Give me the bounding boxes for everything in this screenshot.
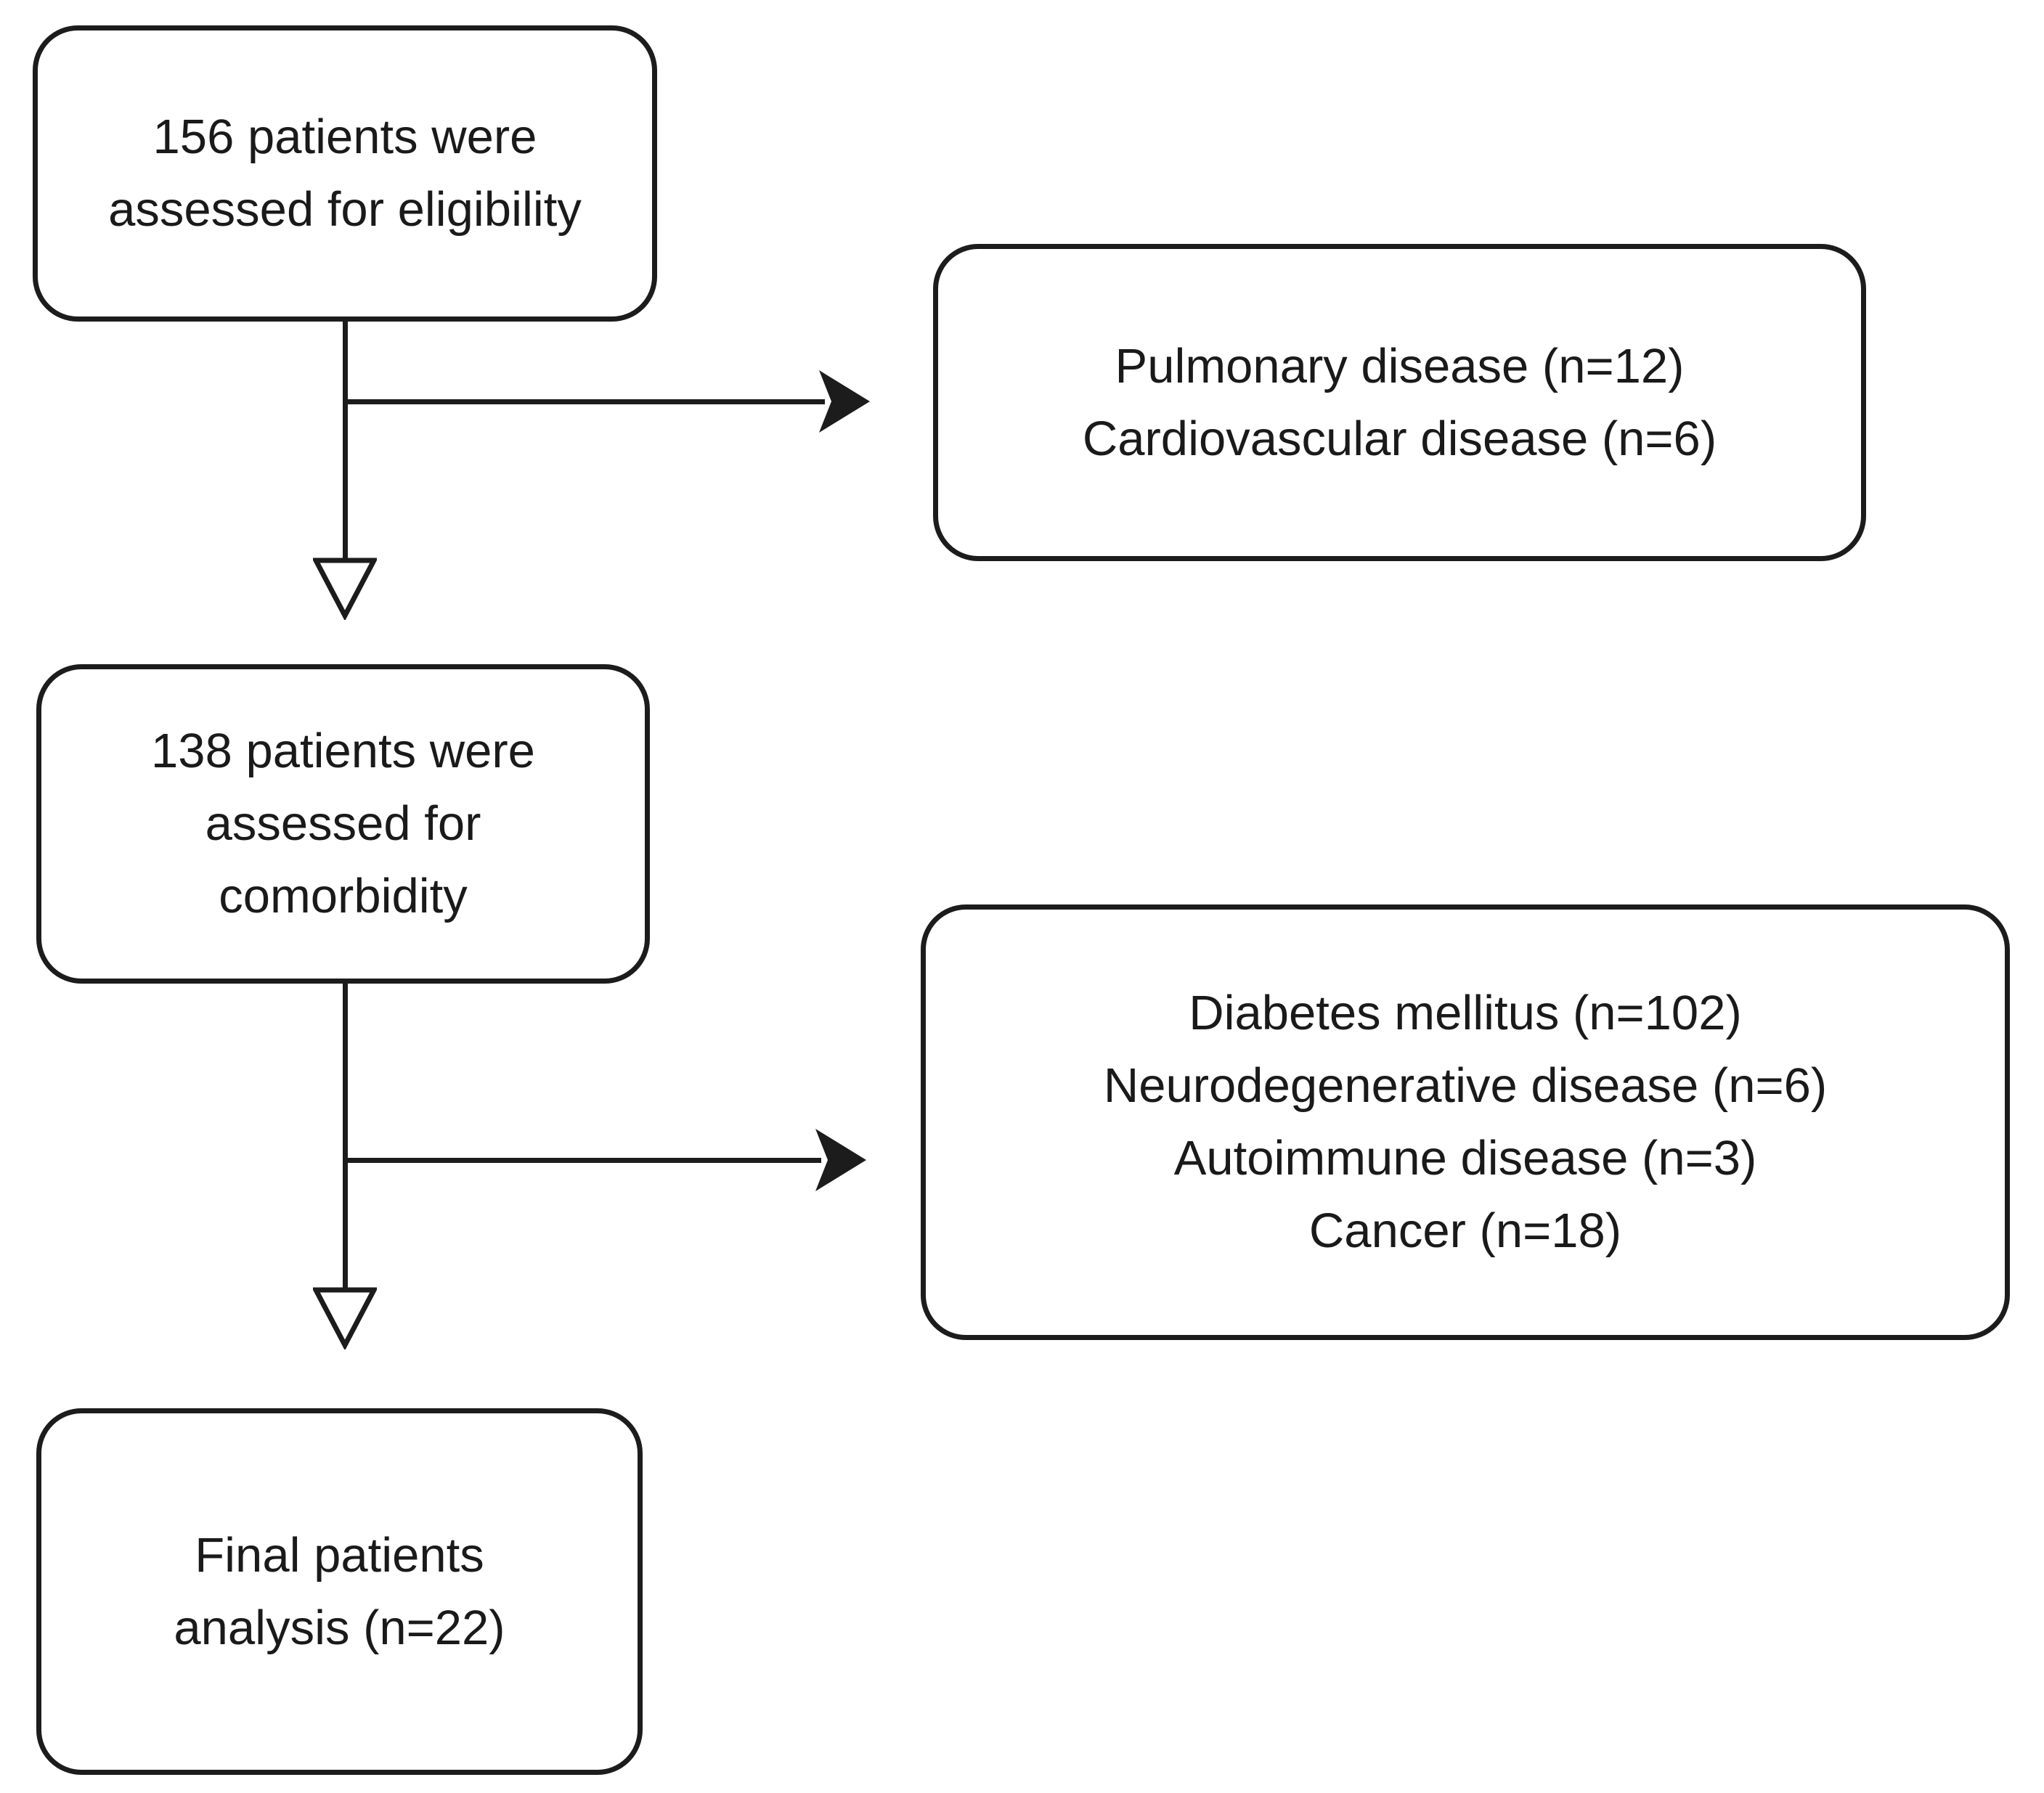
box-text-line: Cancer (n=18) [1308,1204,1622,1258]
box-assessed-comorbidity: 138 patients were assessed for comorbidi… [36,664,650,984]
box-assessed-eligibility: 156 patients were assessed for eligibili… [33,25,657,322]
box-text-line: Diabetes mellitus (n=102) [1189,986,1742,1040]
box-text-line: Final patients [195,1527,484,1582]
arrowhead-open-down-icon [313,1287,377,1349]
connector-line-eligibility-to-comorbidity [343,320,348,560]
box-text-line: 156 patients were [152,110,537,164]
box-text-line: comorbidity [219,869,468,923]
box-text-line: Neurodegenerative disease (n=6) [1103,1058,1828,1113]
connector-line-branch-excluded-eligibility [346,399,825,404]
connector-line-comorbidity-to-final [343,982,348,1291]
box-final-analysis: Final patients analysis (n=22) [36,1408,643,1775]
box-text-line: Cardiovascular disease (n=6) [1082,411,1717,466]
box-excluded-eligibility: Pulmonary disease (n=12) Cardiovascular … [933,244,1866,561]
box-text-line: 138 patients were [151,724,535,778]
arrowhead-open-down-icon [313,557,377,620]
arrowhead-filled-right-icon [815,1129,866,1191]
box-text-line: Autoimmune disease (n=3) [1173,1131,1757,1185]
box-text-line: assessed for eligibility [108,182,582,237]
box-text-line: Pulmonary disease (n=12) [1115,338,1685,393]
connector-line-branch-excluded-comorbidity [346,1158,821,1163]
box-excluded-comorbidity: Diabetes mellitus (n=102) Neurodegenerat… [921,904,2010,1340]
box-text-line: analysis (n=22) [174,1600,505,1655]
box-text-line: assessed for [205,796,481,851]
arrowhead-filled-right-icon [819,370,870,433]
